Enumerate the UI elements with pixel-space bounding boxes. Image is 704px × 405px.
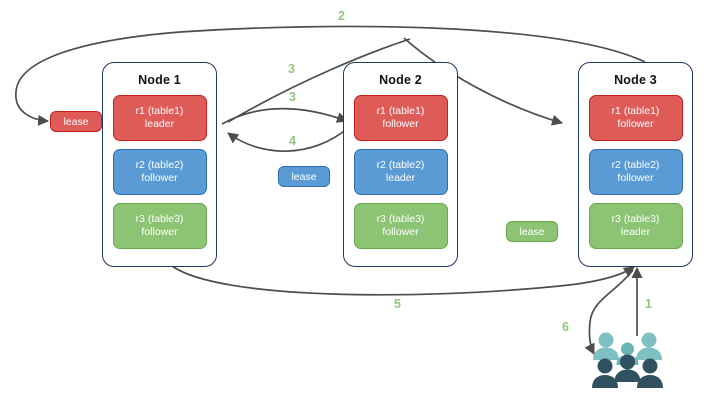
arrow-step-4-node2-to-node1: [227, 127, 349, 152]
node-title: Node 1: [138, 73, 181, 87]
replica-name: r3 (table3): [376, 213, 425, 225]
replica-role: follower: [141, 226, 178, 238]
replica-r3[interactable]: r3 (table3) follower: [112, 203, 207, 249]
step-label-3b: 3: [289, 90, 296, 104]
lease-badge-r2[interactable]: lease: [278, 166, 330, 187]
replica-name: r2 (table2): [611, 159, 660, 171]
replica-r2[interactable]: r2 (table2) follower: [588, 149, 683, 195]
replica-name: r1 (table1): [611, 105, 660, 117]
step-label-5: 5: [394, 297, 401, 311]
node-card-1[interactable]: Node 1 r1 (table1) leader r2 (table2) fo…: [102, 62, 217, 267]
replica-role: follower: [382, 118, 419, 130]
replica-role: leader: [144, 118, 175, 130]
arrow-step-5: [171, 265, 635, 296]
users-icon: [592, 332, 663, 388]
replica-r3[interactable]: r3 (table3) leader: [588, 203, 683, 249]
replica-name: r2 (table2): [376, 159, 425, 171]
lease-badge-r3[interactable]: lease: [506, 221, 558, 242]
replica-role: leader: [385, 172, 416, 184]
node-title: Node 3: [614, 73, 657, 87]
replica-name: r3 (table3): [611, 213, 660, 225]
replica-name: r3 (table3): [135, 213, 184, 225]
step-label-6: 6: [562, 320, 569, 334]
replica-role: follower: [617, 118, 654, 130]
arrow-step-3-node1-to-node2: [221, 107, 349, 125]
replica-role: follower: [617, 172, 654, 184]
step-label-4: 4: [289, 134, 296, 148]
replica-role: follower: [382, 226, 419, 238]
node-card-3[interactable]: Node 3 r1 (table1) follower r2 (table2) …: [578, 62, 693, 267]
lease-badge-r1[interactable]: lease: [50, 111, 102, 132]
step-label-3a: 3: [288, 62, 295, 76]
replica-name: r1 (table1): [376, 105, 425, 117]
replica-r2[interactable]: r2 (table2) leader: [353, 149, 448, 195]
replica-r1[interactable]: r1 (table1) follower: [353, 95, 448, 141]
replica-r2[interactable]: r2 (table2) follower: [112, 149, 207, 195]
replica-r1[interactable]: r1 (table1) follower: [588, 95, 683, 141]
replica-role: leader: [620, 226, 651, 238]
node-card-2[interactable]: Node 2 r1 (table1) follower r2 (table2) …: [343, 62, 458, 267]
replica-name: r2 (table2): [135, 159, 184, 171]
replica-role: follower: [141, 172, 178, 184]
step-label-2: 2: [338, 9, 345, 23]
replica-r3[interactable]: r3 (table3) follower: [353, 203, 448, 249]
replica-r1[interactable]: r1 (table1) leader: [112, 95, 207, 141]
replica-name: r1 (table1): [135, 105, 184, 117]
node-title: Node 2: [379, 73, 422, 87]
step-label-1: 1: [645, 297, 652, 311]
